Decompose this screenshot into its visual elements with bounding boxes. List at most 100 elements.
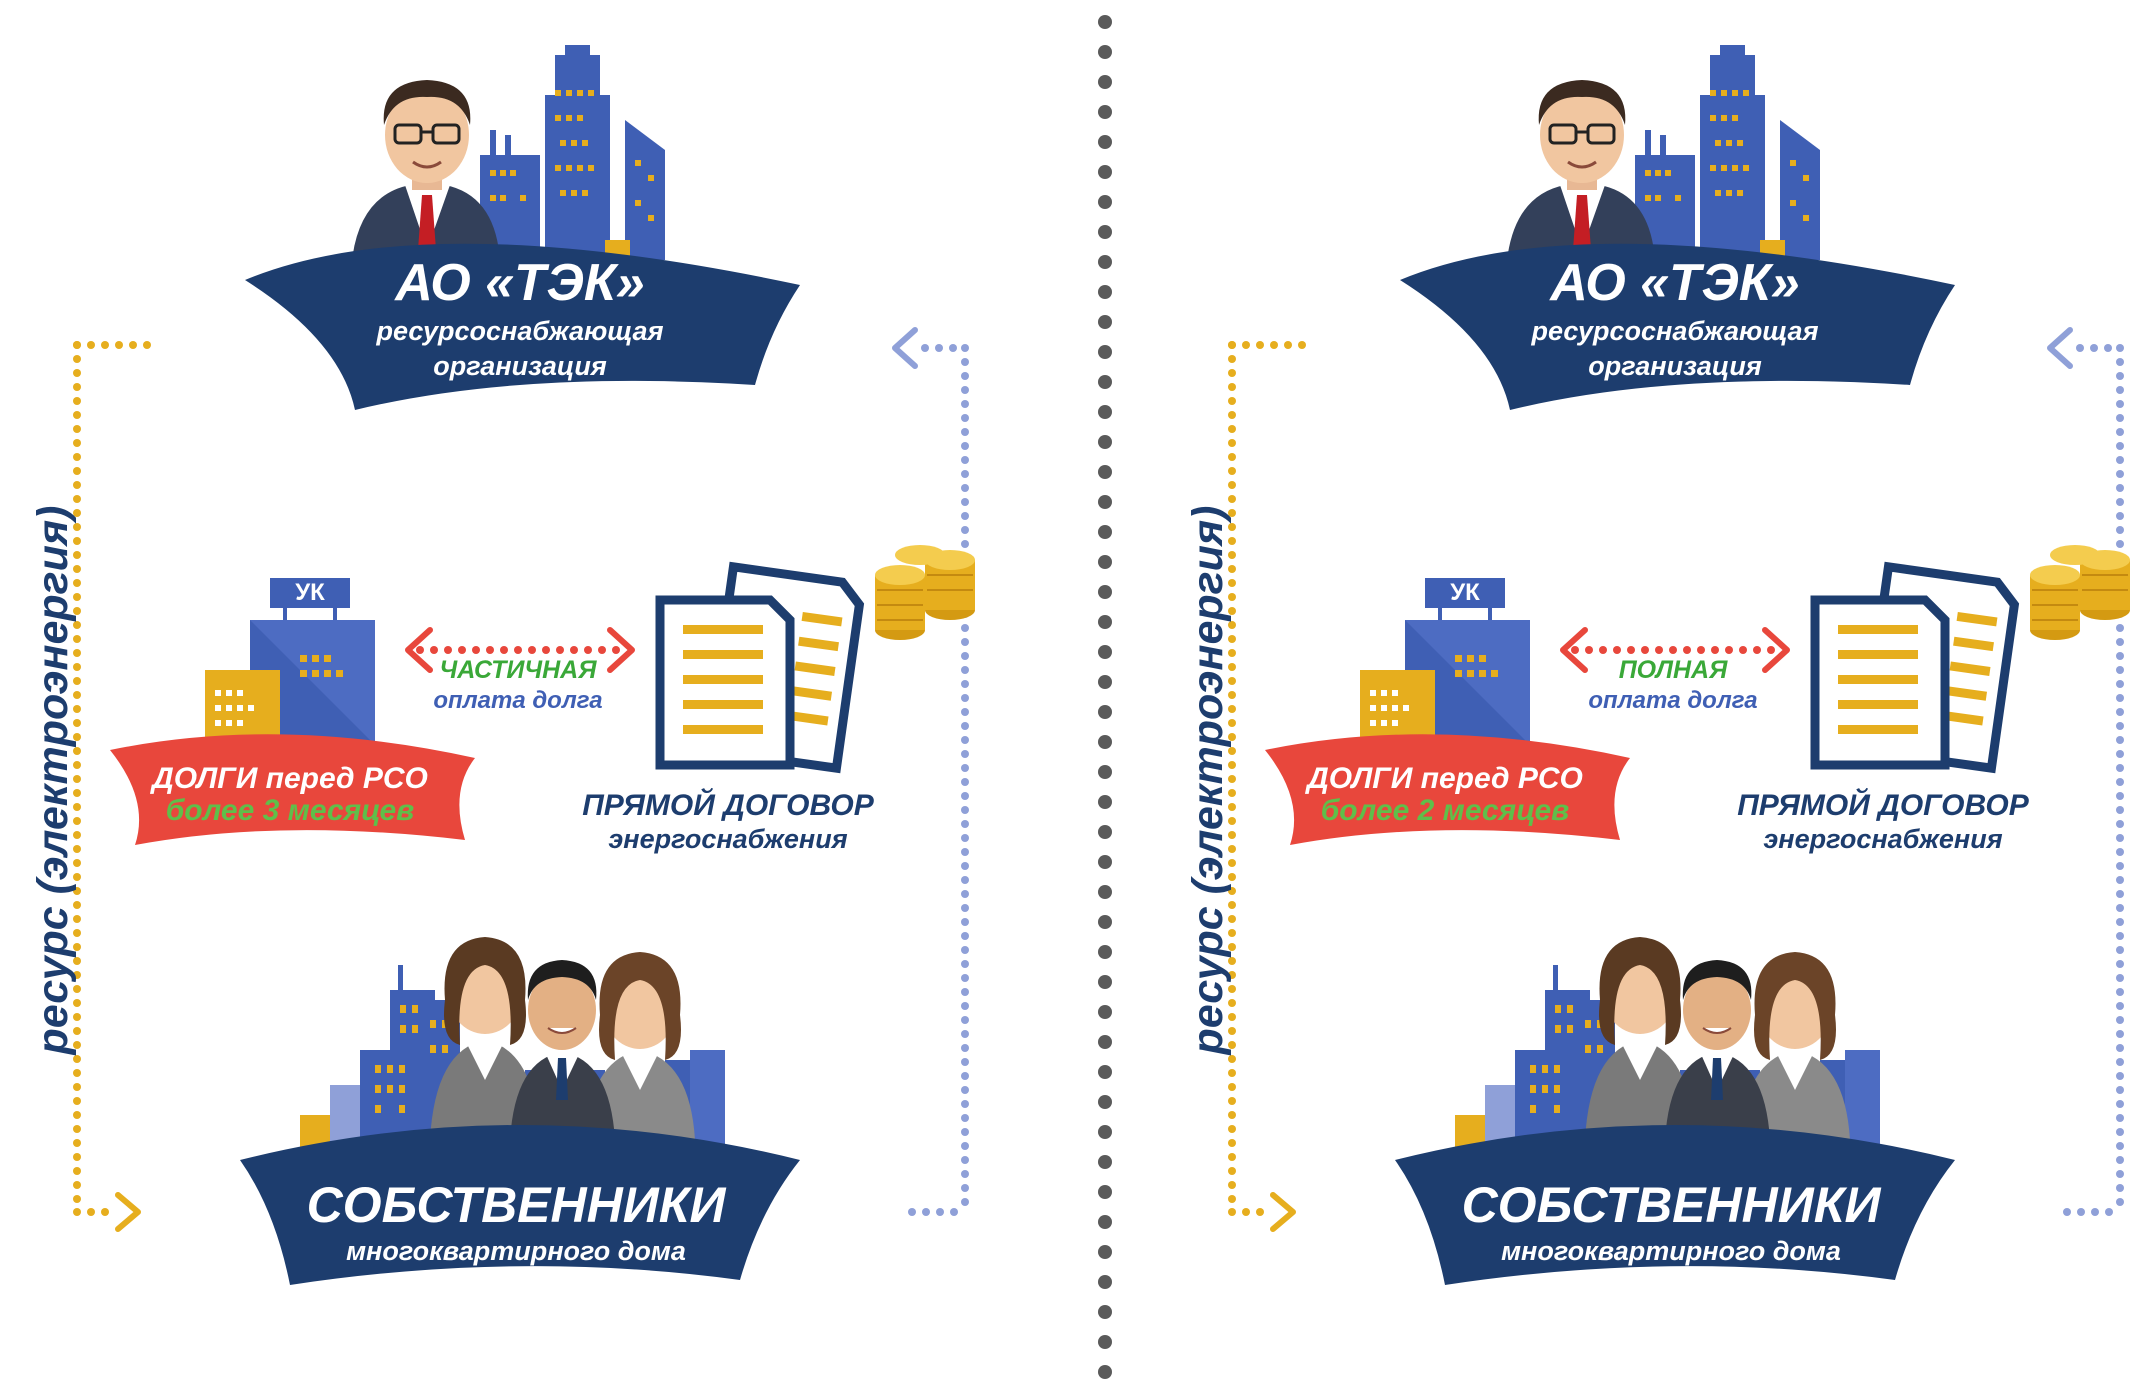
dot [1228, 971, 1236, 979]
supplier-subtitle-line1: ресурсоснабжающая [1531, 316, 1819, 346]
dot [961, 932, 969, 940]
contract-line2: энергоснабжения [1763, 824, 2002, 854]
dot [1641, 646, 1649, 654]
dot [1228, 1195, 1236, 1203]
dot [73, 593, 81, 601]
dot [1228, 607, 1236, 615]
dot [961, 1072, 969, 1080]
dot [961, 344, 969, 352]
dot [1098, 825, 1112, 839]
dot [1098, 1125, 1112, 1139]
dot [1098, 345, 1112, 359]
debt-banner [1265, 734, 1630, 845]
dot [2116, 792, 2124, 800]
dot [2116, 1156, 2124, 1164]
supplier-subtitle-line2: организация [433, 351, 607, 381]
dot [961, 624, 969, 632]
payment-arrowhead-icon [892, 327, 918, 369]
dot [1228, 537, 1236, 545]
dot [73, 719, 81, 727]
dot [73, 957, 81, 965]
dot [73, 873, 81, 881]
dot [1098, 405, 1112, 419]
dot [73, 1013, 81, 1021]
dot [1228, 509, 1236, 517]
dot [1098, 555, 1112, 569]
dot [87, 341, 95, 349]
residents-group-icon [1585, 937, 1850, 1140]
dot [73, 425, 81, 433]
dot [961, 512, 969, 520]
supplier-block: АО «ТЭК» ресурсоснабжающая организация [245, 45, 800, 410]
dot [961, 652, 969, 660]
double-arrow-left-icon [405, 627, 433, 673]
dot [961, 428, 969, 436]
dot [73, 341, 81, 349]
dot [1228, 1097, 1236, 1105]
dot [1098, 285, 1112, 299]
dot [73, 691, 81, 699]
debt-line1: ДОЛГИ перед РСО [149, 762, 428, 795]
dot [1228, 453, 1236, 461]
dot [73, 943, 81, 951]
resource-flow-arrow [73, 341, 151, 1232]
dot [1098, 885, 1112, 899]
owners-title: СОБСТВЕННИКИ [307, 1177, 727, 1233]
dot [1228, 761, 1236, 769]
businessman-icon [1507, 80, 1655, 260]
dot [458, 646, 466, 654]
dot [1571, 646, 1579, 654]
dot [961, 792, 969, 800]
contract-line1: ПРЯМОЙ ДОГОВОР [1737, 787, 2030, 822]
dot [2116, 1044, 2124, 1052]
dot [961, 708, 969, 716]
dot [1098, 1305, 1112, 1319]
dot [1228, 1055, 1236, 1063]
dot [961, 1198, 969, 1206]
dot [2116, 1100, 2124, 1108]
dot [73, 677, 81, 685]
dot [1228, 831, 1236, 839]
dot [2116, 764, 2124, 772]
dot [1098, 255, 1112, 269]
dot [73, 1083, 81, 1091]
dot [2116, 1170, 2124, 1178]
dot [961, 680, 969, 688]
dot [2116, 862, 2124, 870]
dot [472, 646, 480, 654]
dot [1228, 495, 1236, 503]
dot [1228, 1027, 1236, 1035]
dot [73, 579, 81, 587]
dot [961, 1058, 969, 1066]
dot [1655, 646, 1663, 654]
dot [73, 453, 81, 461]
dot [500, 646, 508, 654]
dot [73, 411, 81, 419]
dot [961, 848, 969, 856]
dot [2116, 1086, 2124, 1094]
dot [1228, 523, 1236, 531]
dot [961, 1044, 969, 1052]
uk-label: УК [1450, 579, 1480, 606]
dot [1228, 957, 1236, 965]
dot [1228, 873, 1236, 881]
dot [73, 537, 81, 545]
dot [1228, 1013, 1236, 1021]
dot [1228, 593, 1236, 601]
dot [73, 985, 81, 993]
dot [1228, 579, 1236, 587]
resource-arrowhead-icon [115, 1192, 141, 1232]
dot [961, 820, 969, 828]
dot [961, 806, 969, 814]
dot [73, 747, 81, 755]
dot [73, 467, 81, 475]
dot [101, 1208, 109, 1216]
dot [73, 845, 81, 853]
dot [908, 1208, 916, 1216]
dot [73, 635, 81, 643]
dot [1228, 411, 1236, 419]
dot [1284, 341, 1292, 349]
dot [2116, 1030, 2124, 1038]
supplier-block: АО «ТЭК» ресурсоснабжающая организация [1400, 45, 1955, 410]
dot [73, 1153, 81, 1161]
